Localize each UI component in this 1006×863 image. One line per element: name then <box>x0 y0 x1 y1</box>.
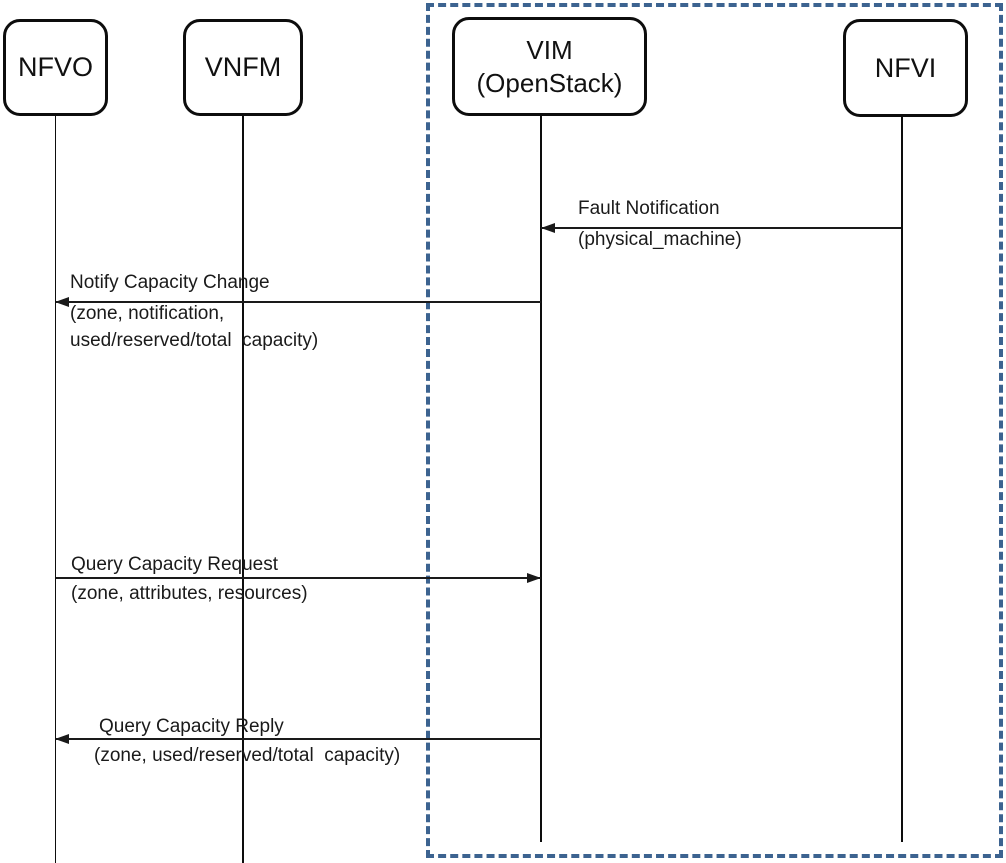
actor-label-vnfm: VNFM <box>204 52 282 82</box>
actor-label-nfvi: NFVI <box>874 52 937 83</box>
lifeline-vim <box>540 116 542 842</box>
vim-nfvi-scope-box <box>426 3 1003 858</box>
message-line-query-capacity-request <box>55 577 541 579</box>
message-label-query-capacity-request-line1: Query Capacity Request <box>71 554 278 575</box>
actor-label-nfvo: NFVO <box>17 52 93 82</box>
lifeline-nfvi <box>901 117 903 842</box>
actor-label-vim-line2: (OpenStack) <box>476 67 623 98</box>
message-label-query-capacity-reply-line2: (zone, used/reserved/total capacity) <box>94 745 401 766</box>
actor-label-vim-line1: VIM <box>526 34 573 65</box>
actor-box-nfvo: NFVO <box>3 19 108 116</box>
message-label-notify-capacity-change-line1: Notify Capacity Change <box>70 272 270 293</box>
message-label-notify-capacity-change-line3: used/reserved/total capacity) <box>70 330 319 351</box>
arrowhead-notify-capacity-change <box>55 296 69 307</box>
message-label-fault-notification-line2: (physical_machine) <box>578 229 742 250</box>
message-label-query-capacity-request-line2: (zone, attributes, resources) <box>71 583 308 604</box>
actor-box-nfvi: NFVI <box>843 19 968 117</box>
actor-box-vim: VIM (OpenStack) <box>452 17 647 116</box>
lifeline-nfvo <box>54 116 56 863</box>
arrowhead-query-capacity-reply <box>55 733 69 744</box>
message-label-query-capacity-reply-line1: Query Capacity Reply <box>99 716 284 737</box>
lifeline-vnfm <box>242 116 244 863</box>
message-label-fault-notification-line1: Fault Notification <box>578 198 720 219</box>
message-label-notify-capacity-change-line2: (zone, notification, <box>70 303 225 324</box>
message-line-notify-capacity-change <box>55 301 541 303</box>
arrowhead-fault-notification <box>541 222 555 233</box>
message-line-fault-notification <box>541 227 901 229</box>
arrowhead-query-capacity-request <box>527 572 541 583</box>
message-line-query-capacity-reply <box>55 738 541 740</box>
actor-box-vnfm: VNFM <box>183 19 303 116</box>
